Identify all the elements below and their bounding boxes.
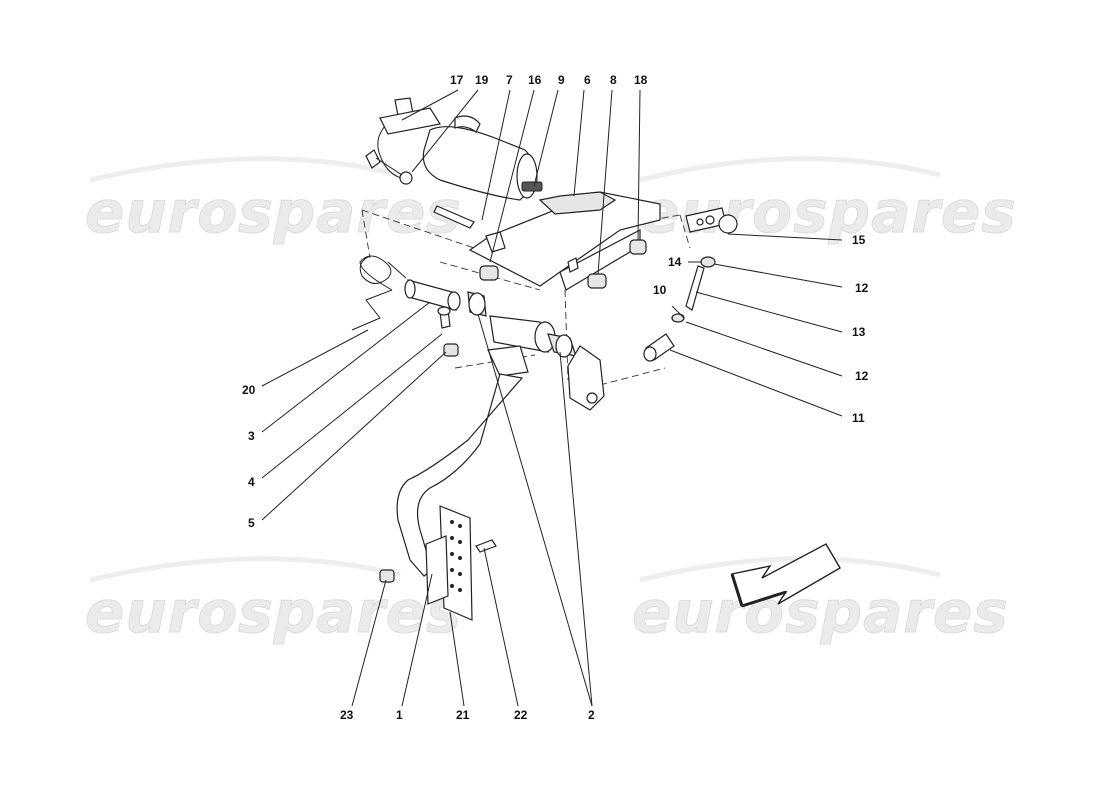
callout-20: 20 <box>242 383 256 397</box>
threaded-rod-13 <box>685 265 705 311</box>
callout-2: 2 <box>588 708 595 722</box>
mounting-bracket <box>433 191 661 291</box>
callout-10: 10 <box>653 283 667 297</box>
callout-8: 8 <box>610 73 617 87</box>
sensor-shaft <box>521 181 543 192</box>
pedal-pad-21 <box>379 505 497 621</box>
callout-3: 3 <box>248 429 255 443</box>
callout-1: 1 <box>396 708 403 722</box>
callout-21: 21 <box>456 708 470 722</box>
callout-11: 11 <box>852 411 865 425</box>
callout-22: 22 <box>514 708 528 722</box>
direction-arrow <box>730 543 841 608</box>
linkage-components <box>643 207 738 362</box>
screw-17 <box>365 149 381 169</box>
callout-5: 5 <box>248 516 255 530</box>
callout-16: 16 <box>528 73 542 87</box>
pedal-sensor-assembly <box>365 97 543 201</box>
callout-9: 9 <box>558 73 565 87</box>
long-screw-7 <box>433 205 475 229</box>
callout-12-lower: 12 <box>855 369 869 383</box>
watermark-text: eurospares <box>85 578 462 646</box>
callout-6: 6 <box>584 73 591 87</box>
washer-5 <box>443 343 459 357</box>
bolt-head <box>399 171 413 185</box>
nut-8 <box>587 273 607 289</box>
washer-10 <box>671 313 685 323</box>
callout-17: 17 <box>450 73 464 87</box>
callout-4: 4 <box>248 475 255 489</box>
callout-14: 14 <box>668 255 682 269</box>
callout-19: 19 <box>475 73 489 87</box>
nut-23 <box>379 569 395 583</box>
leader-lines <box>261 89 843 707</box>
watermark-swoosh <box>89 156 401 183</box>
washer-14 <box>700 256 716 268</box>
nut-18 <box>629 239 647 255</box>
callout-18: 18 <box>634 73 648 87</box>
callout-13: 13 <box>852 325 866 339</box>
screw-22 <box>475 539 497 553</box>
nut-16 <box>479 265 499 281</box>
callout-7: 7 <box>506 73 513 87</box>
watermark-text: eurospares <box>632 578 1009 646</box>
watermark-swoosh <box>639 156 941 183</box>
watermark-text: eurospares <box>640 178 1017 246</box>
callout-12-upper: 12 <box>855 281 869 295</box>
callout-23: 23 <box>340 708 354 722</box>
callout-labels: 17 19 7 16 9 6 8 18 15 14 12 10 13 12 11… <box>242 73 869 722</box>
callout-15: 15 <box>852 233 866 247</box>
pedal-arm-1 <box>396 345 605 577</box>
watermark-swoosh <box>639 556 941 583</box>
return-spring <box>351 255 407 331</box>
pivot-bushings <box>404 279 577 358</box>
watermark-swoosh <box>89 556 401 583</box>
watermark-text: eurospares <box>85 178 462 246</box>
bracket-slot <box>538 191 617 215</box>
